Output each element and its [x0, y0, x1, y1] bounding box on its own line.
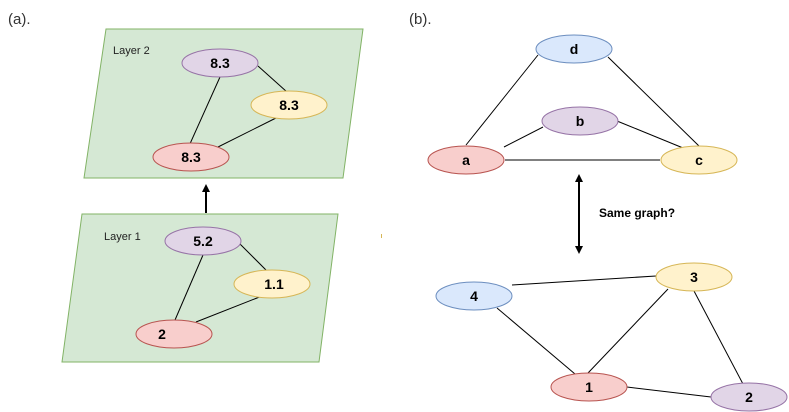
graph-top-edge [607, 56, 700, 147]
graph-top-edge [503, 126, 544, 148]
graph-top-node-d [535, 34, 613, 64]
graph-bottom-node-2 [710, 382, 788, 412]
layer-2-node-purple [181, 48, 259, 78]
layer-2: Layer 2 8.3 8.3 8.3 [83, 28, 364, 179]
layer-2-node-yellow [250, 90, 328, 120]
graph-top: d b a c [427, 34, 738, 175]
graph-bottom-edge [693, 290, 744, 385]
layer-2-edge [188, 76, 221, 147]
layer-2-title: Layer 2 [113, 45, 150, 57]
layer-1-node-label: 5.2 [193, 233, 213, 249]
panel-a-tag: (a). [8, 11, 31, 28]
stray-mark [381, 234, 382, 238]
layer-1-node-red [135, 319, 213, 349]
graph-top-node-label: a [462, 152, 470, 168]
layer-1-node-purple [164, 226, 242, 256]
layer-2-edge [211, 117, 277, 151]
graph-bottom-node-4 [435, 281, 513, 311]
layer-1-edge [195, 295, 263, 323]
graph-bottom-edge [511, 275, 657, 286]
graph-bottom-node-label: 4 [470, 288, 478, 304]
layer-1-node-label: 2 [158, 326, 166, 342]
layer-2-node-label: 8.3 [279, 97, 299, 113]
layer-2-plane [83, 28, 364, 179]
graph-bottom-node-3 [655, 262, 733, 292]
graph-top-node-label: d [570, 41, 579, 57]
same-graph-question: Same graph? [599, 206, 675, 220]
layer-2-node-label: 8.3 [210, 55, 230, 71]
layer-1-edge [239, 243, 267, 271]
graph-top-node-a [427, 145, 505, 175]
layer-1-node-yellow [233, 269, 311, 299]
layer-1: Layer 1 5.2 1.1 2 [61, 213, 339, 363]
graph-bottom: 4 3 1 2 [435, 262, 788, 412]
graph-top-node-c [660, 145, 738, 175]
graph-top-node-label: c [695, 152, 703, 168]
layer-2-node-red [152, 142, 230, 172]
graph-top-node-b [541, 106, 619, 136]
layer-1-plane [61, 213, 339, 363]
graph-top-edge [616, 120, 689, 151]
graph-bottom-node-1 [550, 372, 628, 402]
graph-bottom-node-label: 2 [745, 389, 753, 405]
layer-2-node-label: 8.3 [181, 149, 201, 165]
layer-2-edge [257, 65, 288, 93]
graph-bottom-edge [587, 288, 669, 374]
graph-bottom-edge [626, 386, 712, 398]
layer-1-node-label: 1.1 [264, 276, 284, 292]
layer-1-title: Layer 1 [104, 231, 141, 243]
graph-bottom-node-label: 3 [690, 269, 698, 285]
graph-bottom-edge [496, 307, 576, 375]
layer-1-edge [174, 254, 204, 321]
panel-b-tag: (b). [409, 11, 432, 28]
graph-bottom-node-label: 1 [585, 379, 593, 395]
graph-top-node-label: b [576, 113, 585, 129]
graph-top-edge [465, 54, 539, 146]
